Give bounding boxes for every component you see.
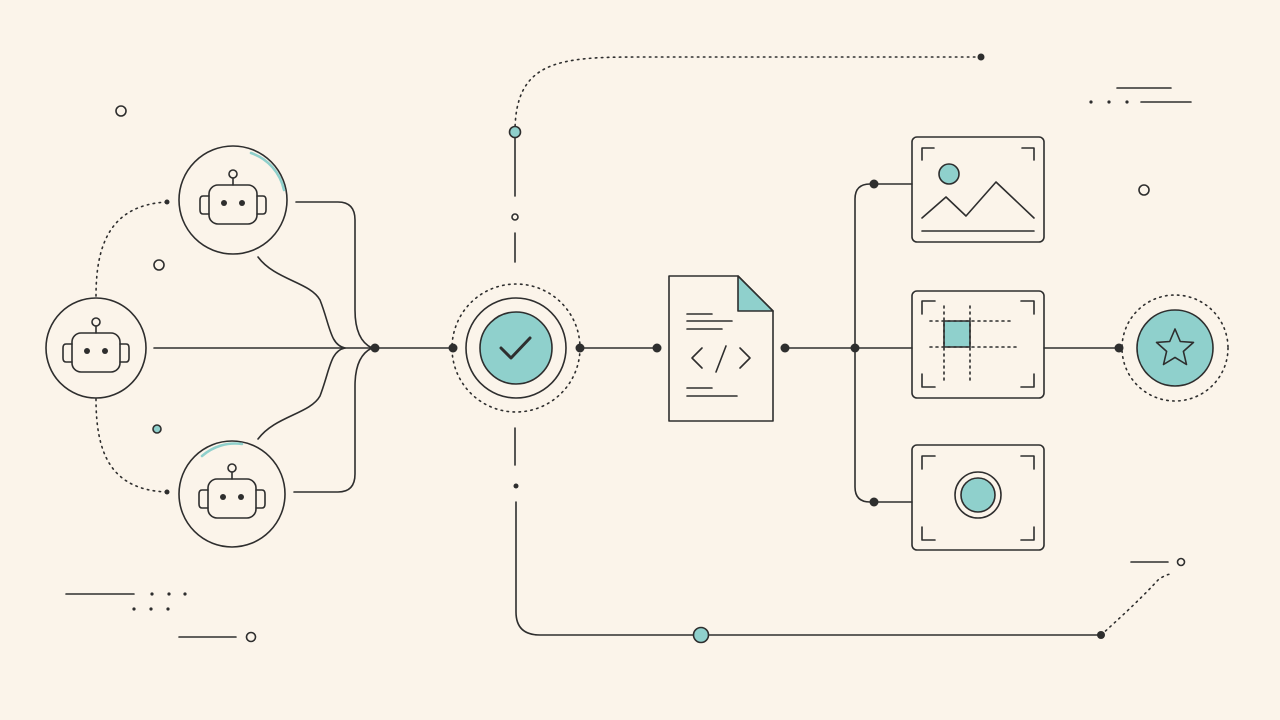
agent-bottom[interactable]: [178, 440, 286, 548]
robot-icon: [199, 169, 267, 225]
star-icon: [1155, 328, 1195, 366]
checkmark-icon: [499, 336, 532, 360]
output-image-card[interactable]: [911, 136, 1045, 243]
document-to-outputs: [780, 179, 913, 507]
code-document-icon: [691, 345, 751, 373]
agent-top[interactable]: [178, 145, 288, 255]
output-capture-card[interactable]: [911, 444, 1045, 551]
agent-left[interactable]: [45, 297, 147, 399]
decoration-top-right: [1089, 87, 1192, 196]
output-layout-card[interactable]: [911, 290, 1045, 399]
decoration-bottom-left: [65, 592, 257, 643]
camera-focus-icon: [954, 471, 1002, 519]
robot-icon: [62, 317, 130, 373]
output-to-result: [1043, 343, 1124, 353]
verify-to-document: [575, 343, 662, 353]
layout-grid-icon: [929, 305, 1021, 383]
decoration-bottom-right: [1100, 557, 1186, 636]
floating-dots: [115, 105, 165, 434]
robot-icon: [198, 463, 266, 519]
result-node[interactable]: [1121, 294, 1229, 402]
verify-vertical-connectors: [508, 53, 1105, 644]
code-document-node[interactable]: [668, 275, 774, 422]
verify-node[interactable]: [451, 283, 581, 413]
agent-connectors: [95, 199, 458, 495]
landscape-image-icon: [921, 163, 1035, 232]
